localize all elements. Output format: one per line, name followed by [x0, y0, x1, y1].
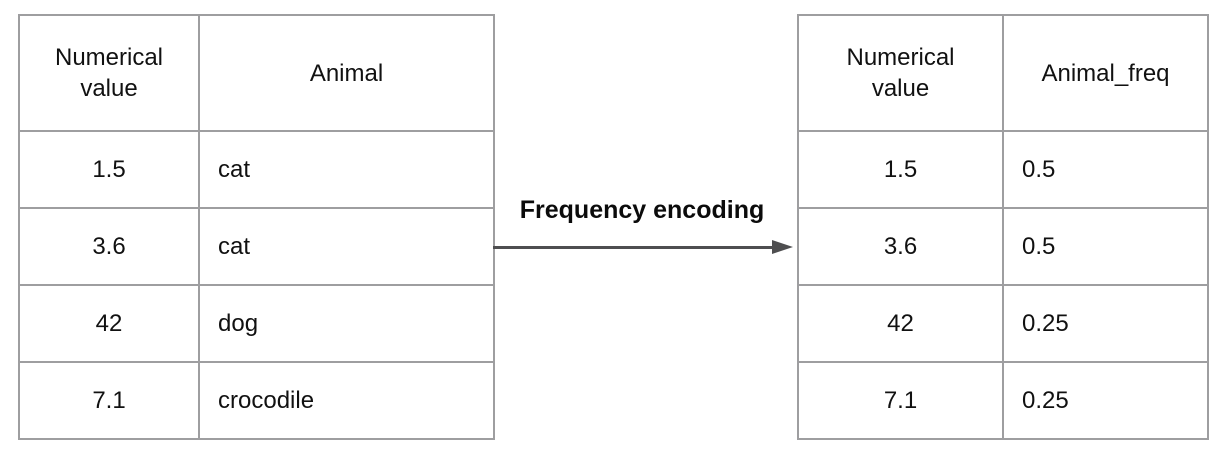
- table-row: 3.6 0.5: [797, 207, 1209, 286]
- header-cell-animal: Animal: [198, 14, 495, 132]
- cell-numerical-value: 3.6: [18, 207, 200, 286]
- table-row: 7.1 0.25: [797, 361, 1209, 440]
- header-label: Numerical value: [846, 44, 955, 102]
- cell-numerical-value: 3.6: [797, 207, 1004, 286]
- table-header-row: Numerical value Animal: [18, 14, 495, 132]
- header-label: Animal_freq: [1041, 59, 1170, 87]
- header-cell-numerical-value: Numerical value: [797, 14, 1004, 132]
- cell-animal: dog: [198, 284, 495, 363]
- cell-animal-freq: 0.5: [1002, 207, 1209, 286]
- cell-animal-freq: 0.5: [1002, 130, 1209, 209]
- cell-numerical-value: 7.1: [797, 361, 1004, 440]
- table-header-row: Numerical value Animal_freq: [797, 14, 1209, 132]
- table-row: 7.1 crocodile: [18, 361, 495, 440]
- table-row: 1.5 0.5: [797, 130, 1209, 209]
- cell-animal: cat: [198, 130, 495, 209]
- arrow-right-icon: [493, 246, 774, 249]
- source-table: Numerical value Animal 1.5 cat 3.6 cat 4…: [18, 14, 495, 440]
- cell-animal-freq: 0.25: [1002, 284, 1209, 363]
- table-row: 42 0.25: [797, 284, 1209, 363]
- result-table: Numerical value Animal_freq 1.5 0.5 3.6 …: [797, 14, 1209, 440]
- transform-label: Frequency encoding: [519, 196, 765, 224]
- table-row: 42 dog: [18, 284, 495, 363]
- cell-numerical-value: 42: [18, 284, 200, 363]
- arrow-head-icon: [772, 240, 793, 254]
- header-cell-animal-freq: Animal_freq: [1002, 14, 1209, 132]
- table-row: 3.6 cat: [18, 207, 495, 286]
- cell-numerical-value: 7.1: [18, 361, 200, 440]
- table-row: 1.5 cat: [18, 130, 495, 209]
- header-label: Animal: [309, 59, 384, 87]
- cell-animal: cat: [198, 207, 495, 286]
- cell-animal: crocodile: [198, 361, 495, 440]
- cell-animal-freq: 0.25: [1002, 361, 1209, 440]
- cell-numerical-value: 1.5: [18, 130, 200, 209]
- cell-numerical-value: 42: [797, 284, 1004, 363]
- cell-numerical-value: 1.5: [797, 130, 1004, 209]
- header-label: Numerical value: [54, 44, 164, 102]
- header-cell-numerical-value: Numerical value: [18, 14, 200, 132]
